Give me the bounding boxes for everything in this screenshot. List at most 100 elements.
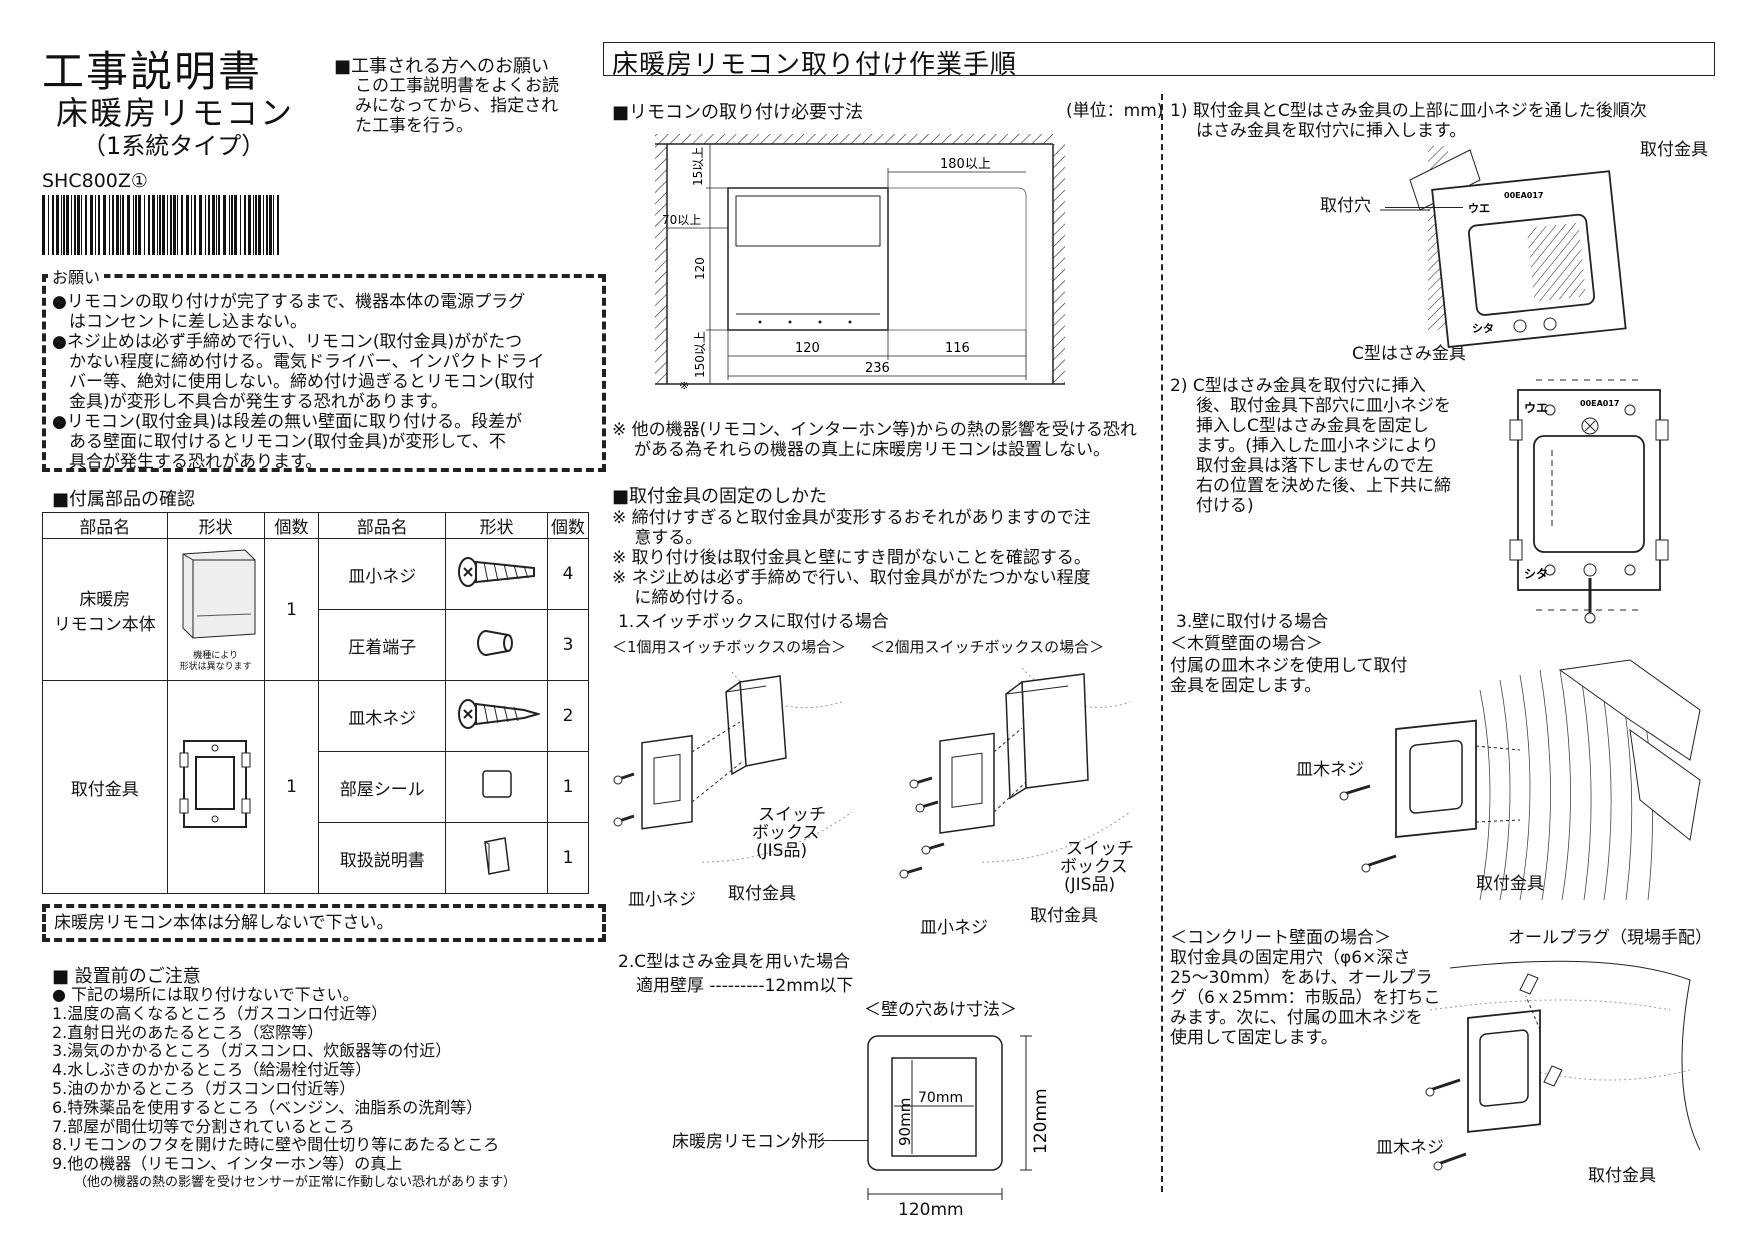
precaution-item: 3.湯気のかかるところ（ガスコンロ、炊飯器等の付近） xyxy=(52,1041,452,1061)
parts-header: 部品名 xyxy=(42,512,168,539)
step3-title: 3.壁に取付ける場合 xyxy=(1176,612,1329,632)
barcode-bar xyxy=(263,195,264,255)
concrete-bracket-label: 取付金具 xyxy=(1588,1166,1656,1186)
screw-icon-cell xyxy=(445,538,549,610)
precaution-item: 1.温度の高くなるところ（ガスコンロ付近等） xyxy=(52,1003,388,1023)
part-count-cell: 3 xyxy=(547,609,589,681)
onegai-line: 金具)が変形し不具合が発生する恐れがあります。 xyxy=(52,392,448,412)
remote-note-line: 機種により xyxy=(193,651,239,661)
no-disassemble-box xyxy=(42,904,606,942)
parts-title: ■付属部品の確認 xyxy=(52,489,196,510)
precaution-item: 2.直射日光のあたるところ（窓際等） xyxy=(52,1022,324,1042)
step2-line: 右の位置を決めた後、上下共に締 xyxy=(1196,476,1451,496)
switchbox-label-line: ボックス xyxy=(752,823,820,843)
concrete-wall-illustration xyxy=(1425,960,1701,1171)
part-name-cell: 部屋シール xyxy=(318,751,447,823)
onegai-line: 具合が発生する恐れがあります。 xyxy=(52,452,323,472)
barcode-bar xyxy=(157,195,158,255)
terminal-icon-cell xyxy=(445,609,549,681)
concrete-wall-line: みます。次に、付属の皿木ネジを xyxy=(1170,1008,1423,1028)
step2-line: 後、取付金具下部穴に皿小ネジを xyxy=(1196,396,1451,416)
onegai-line: ●リモコン(取付金具)は段差の無い壁面に取り付ける。段差が xyxy=(52,412,523,432)
concrete-wall-text: 取付金具の固定用穴（φ6×深さ 25～30mm）をあけ、オールプラ グ（6ｘ25… xyxy=(1170,948,1440,1048)
concrete-wall-line: グ（6ｘ25ｍｍ：市販品）を打ちこ xyxy=(1170,988,1441,1008)
precautions-lead: ● 下記の場所には取り付けないで下さい。 xyxy=(52,985,359,1004)
fixing-note: ※ 締付けすぎると取付金具が変形するおそれがありますので注 xyxy=(612,508,1091,528)
bracket-name-cell: 取付金具 xyxy=(42,680,168,894)
barcode-bar xyxy=(90,195,93,255)
remote-name-line: リモコン本体 xyxy=(53,614,156,635)
flat-screw-label-single: 皿小ネジ xyxy=(628,890,696,910)
barcode-bar xyxy=(52,195,54,255)
seal-icon-cell xyxy=(445,751,549,823)
barcode-bar xyxy=(135,195,137,255)
barcode-bar xyxy=(98,195,100,255)
shita-mark: シタ xyxy=(1472,322,1494,335)
barcode-bar xyxy=(173,195,176,255)
doc-type: （1系統タイプ） xyxy=(82,132,266,160)
dim-70: 70以上 xyxy=(662,213,701,227)
barcode-bar xyxy=(116,195,119,255)
step2-line: 挿入しC型はさみ金具を固定し xyxy=(1196,416,1429,436)
barcode-bar xyxy=(191,195,192,255)
barcode-bar xyxy=(212,195,215,255)
part-count-cell: 4 xyxy=(547,538,589,610)
crimp-terminal-icon xyxy=(476,629,513,656)
onegai-line: かない程度に締め付ける。電気ドライバー、インパクトドライ xyxy=(52,352,545,372)
step1-illustration: ウエ 00EA017 シタ xyxy=(1380,146,1627,348)
parts-header: 形状 xyxy=(166,512,265,539)
step2-illustration: ウエ 00EA017 シタ xyxy=(1509,379,1669,624)
case1-title: 1.スイッチボックスに取付ける場合 xyxy=(618,612,889,632)
barcode-bar xyxy=(199,195,202,255)
manual-icon-cell xyxy=(445,822,549,894)
wood-screw-icon xyxy=(457,698,542,729)
barcode-bar xyxy=(133,195,134,255)
flat-screw-icon xyxy=(457,556,535,587)
barcode-bar xyxy=(48,195,49,255)
bracket-label-double: 取付金具 xyxy=(1030,906,1098,926)
barcode-bar xyxy=(229,195,230,255)
wood-bracket-label: 取付金具 xyxy=(1476,874,1544,894)
bracket-count-cell: 1 xyxy=(263,680,320,894)
ue-mark: ウエ xyxy=(1468,202,1490,215)
precaution-item: 4.水しぶきのかかるところ（給湯栓付近等） xyxy=(52,1060,372,1080)
barcode-bar xyxy=(255,195,257,255)
wood-wall-line: 金具を固定します。 xyxy=(1170,676,1322,696)
switchbox-label-single: スイッチ ボックス (JIS品) xyxy=(752,806,826,860)
barcode-bar xyxy=(231,195,233,255)
switchbox-label-line: スイッチ xyxy=(758,805,826,825)
precaution-item: 8.リモコンのフタを開けた時に壁や間仕切り等にあたるところ xyxy=(52,1135,500,1155)
case2-title: 2.C型はさみ金具を用いた場合 xyxy=(618,952,851,972)
step1-hole-label: 取付穴 xyxy=(1320,196,1371,216)
wood-wall-illustration xyxy=(1339,659,1701,901)
part-count-cell: 1 xyxy=(547,751,589,823)
barcode-bar xyxy=(144,195,145,255)
bracket-label-single: 取付金具 xyxy=(728,884,796,904)
barcode-bar xyxy=(85,195,87,255)
column-divider xyxy=(1161,94,1163,1192)
step1-line: はさみ金具を取付穴に挿入します。 xyxy=(1196,121,1467,141)
flat-screw-label-double: 皿小ネジ xyxy=(920,918,988,938)
barcode-bar xyxy=(269,195,272,255)
onegai-box xyxy=(42,274,606,472)
barcode-bar xyxy=(186,195,189,255)
mounting-bracket-icon xyxy=(179,739,251,828)
dim-asterisk: ※ xyxy=(678,381,691,390)
case2-wall-thickness: 適用壁厚 ---------12mm以下 xyxy=(636,976,854,996)
wood-wall-line: 付属の皿木ネジを使用して取付 xyxy=(1170,656,1408,676)
onegai-line: バー等、絶対に使用しない。締め付け過ぎるとリモコン(取付 xyxy=(52,372,535,392)
switchbox-label-line: (JIS品) xyxy=(1064,875,1116,895)
barcode-bar xyxy=(223,195,226,255)
remote-unit-icon xyxy=(182,549,256,639)
no-disassemble-text: 床暖房リモコン本体は分解しないで下さい。 xyxy=(54,913,394,933)
remote-name-line: 床暖房 xyxy=(79,589,131,610)
onegai-line: ●リモコンの取り付けが完了するまで、機器本体の電源プラグ xyxy=(52,292,526,312)
model-number: SHC800Z① xyxy=(42,170,148,192)
barcode-bar xyxy=(112,195,114,255)
dim-236: 236 xyxy=(865,361,890,376)
concrete-wall-title: ＜コンクリート壁面の場合＞ xyxy=(1170,928,1391,948)
concrete-wall-line: 取付金具の固定用穴（φ6×深さ xyxy=(1170,948,1411,968)
procedure-header-box xyxy=(603,42,1715,76)
barcode-bar xyxy=(194,195,196,255)
part-name-cell: 取扱説明書 xyxy=(318,822,447,894)
